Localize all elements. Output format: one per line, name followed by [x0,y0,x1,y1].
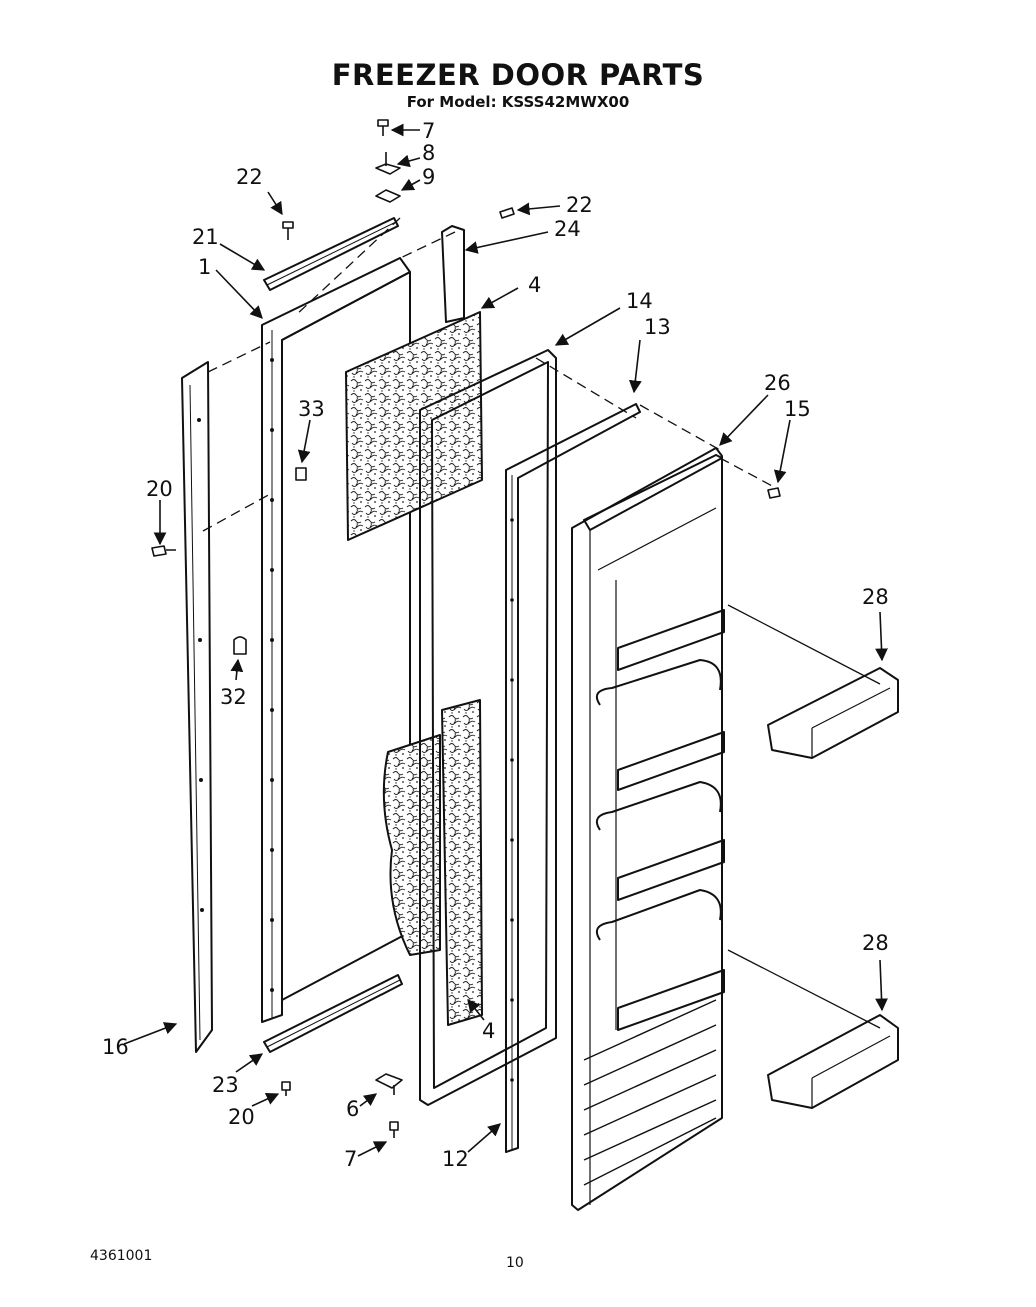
callout-22-left: 22 [236,165,263,189]
callout-23: 23 [212,1073,239,1097]
hardware-parts [151,119,781,1138]
callout-15: 15 [784,397,811,421]
callout-20-bottom: 20 [228,1105,255,1129]
callout-labels: 7 8 9 22 22 24 21 1 4 14 13 26 15 33 20 … [102,119,889,1171]
part-24-channel [441,225,465,323]
callout-4-bottom: 4 [482,1019,495,1043]
part-23-bottom-bracket [263,974,403,1053]
alignment-dashed-lines [202,217,777,532]
part-9-washer [375,189,401,203]
callout-4-top: 4 [528,273,541,297]
part-26-door-liner [571,447,725,1211]
document-number: 4361001 [90,1248,153,1264]
callout-28-top: 28 [862,585,889,609]
part-14-liner-frame [419,349,557,1106]
callout-24: 24 [554,217,581,241]
model-subtitle: For Model: KSSS42MWX00 [406,93,630,111]
part-22-screw-right [499,207,515,219]
callout-6: 6 [346,1097,359,1121]
callout-9: 9 [422,165,435,189]
part-16-outer-panel [181,361,213,1053]
callout-12: 12 [442,1147,469,1171]
callout-32: 32 [220,685,247,709]
callout-8: 8 [422,141,435,165]
handle-leader-lines [727,604,881,1029]
callout-20-left: 20 [146,477,173,501]
callout-26: 26 [764,371,791,395]
page-title: FREEZER DOOR PARTS [331,58,705,92]
part-28-handle-bottom [767,1014,899,1109]
callout-28-bottom: 28 [862,931,889,955]
part-22-screw-left [282,221,294,240]
part-28-handle-top [767,667,899,759]
part-21-top-bracket [263,217,399,291]
part-15-screw [767,487,781,499]
page-number: 10 [506,1255,524,1271]
part-4-insulation-upper [345,311,483,541]
part-7-screw-bottom [389,1121,399,1138]
door-shelves [596,609,725,1031]
callout-21: 21 [192,225,219,249]
part-32-plug [233,636,247,655]
callout-7-bottom: 7 [344,1147,357,1171]
part-8-hinge-pin [375,152,401,175]
liner-ribs [583,999,717,1186]
callout-arrows [123,123,888,1157]
callout-33: 33 [298,397,325,421]
part-4-insulation-lower [382,699,483,1026]
part-7-screw-top [377,119,389,136]
callout-14: 14 [626,289,653,313]
callout-7-top: 7 [422,119,435,143]
part-12-gasket [505,403,641,1153]
part-33-clip [295,467,307,481]
part-20-screw-left [151,545,176,557]
callout-22-right: 22 [566,193,593,217]
part-6-hinge-bottom [375,1073,403,1095]
callout-13: 13 [644,315,671,339]
part-20-screw-bottom [281,1081,291,1096]
callout-1: 1 [198,255,211,279]
callout-16: 16 [102,1035,129,1059]
